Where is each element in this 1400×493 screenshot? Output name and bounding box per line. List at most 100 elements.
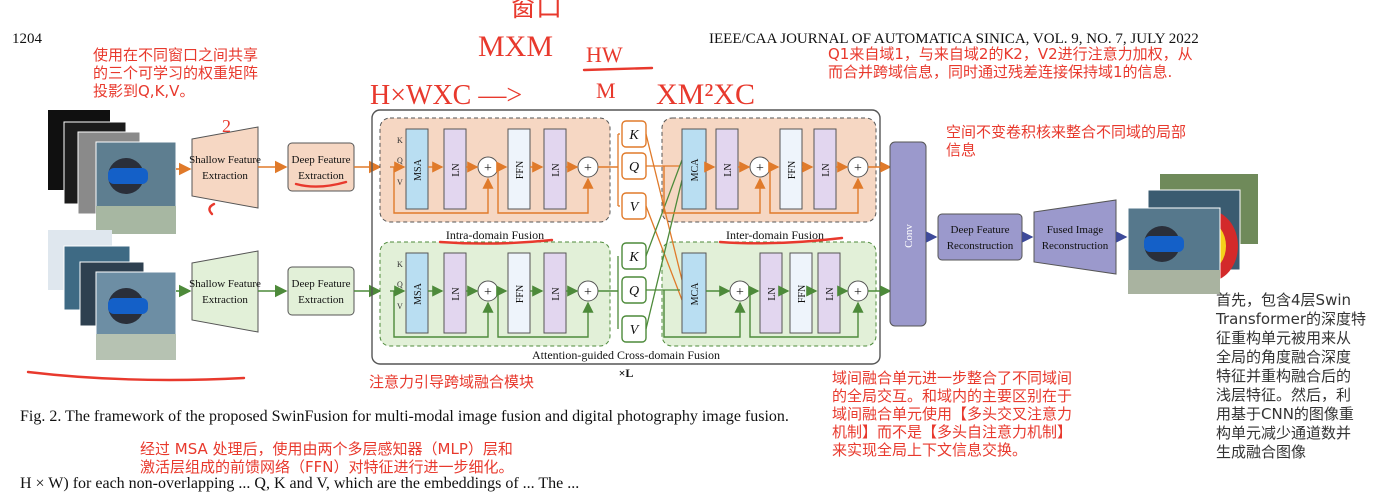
msa-top-label: MSA — [413, 158, 424, 180]
note-attention-module: 注意力引导跨域融合模块 — [369, 373, 535, 391]
svg-text:+: + — [484, 161, 492, 176]
handwritten-mark: 2 — [222, 116, 231, 136]
ffn2-bottom-label: FFN — [797, 285, 808, 303]
handwritten-formula-right: XM²XC — [656, 78, 755, 111]
conv-block — [889, 141, 927, 327]
handwritten-window: 窗口 — [510, 0, 562, 22]
deep-recon-line2: Reconstruction — [947, 240, 1014, 252]
svg-text:Q: Q — [629, 284, 639, 299]
mca-bottom — [681, 252, 707, 334]
kqv-bottom: K Q V — [621, 242, 647, 343]
mca-top — [681, 128, 707, 210]
note-conv: 空间不变卷积核来整合不同域的局部 信息 — [946, 123, 1187, 159]
svg-text:+: + — [484, 285, 492, 300]
shallow-feature-top — [191, 126, 259, 209]
svg-text:+: + — [584, 161, 592, 176]
tiny-k-bottom: K — [397, 260, 403, 269]
ln2-top — [543, 128, 567, 210]
times-l-label: ×L — [619, 366, 634, 380]
note-shared-weights: 使用在不同窗口之间共享 的三个可学习的权重矩阵 投影到Q,K,V。 — [93, 46, 259, 100]
svg-text:K: K — [628, 250, 639, 265]
shallow-bottom-line2: Extraction — [202, 294, 248, 306]
handwritten-mxm: MXM — [478, 30, 553, 63]
svg-text:V: V — [630, 200, 640, 215]
note-swin: 首先，包含4层Swin Transformer的深度特 征重构单元被用来从 全局… — [1216, 291, 1367, 461]
ln2-bottom — [543, 252, 567, 334]
tiny-q-top: Q — [397, 156, 403, 165]
msa-top — [405, 128, 429, 210]
svg-text:K: K — [628, 128, 639, 143]
figure-caption: Fig. 2. The framework of the proposed Sw… — [20, 408, 789, 425]
ln1-bottom — [443, 252, 467, 334]
cross-domain-label: Attention-guided Cross-domain Fusion — [532, 348, 720, 362]
deep-top-line2: Extraction — [298, 170, 344, 182]
tiny-v-top: V — [397, 178, 403, 187]
handwritten-hw: HW — [586, 42, 623, 67]
cross-domain-fusion-box — [371, 109, 881, 365]
journal-header: IEEE/CAA JOURNAL OF AUTOMATICA SINICA, V… — [709, 31, 1199, 47]
underline-intra — [438, 238, 554, 245]
mca-top-label: MCA — [690, 158, 701, 182]
handwritten-formula-left: H×WXC —> — [370, 80, 522, 111]
underline-inter — [718, 236, 844, 245]
shallow-bottom-line1: Shallow Feature — [189, 278, 261, 290]
msa-bottom-label: MSA — [413, 282, 424, 304]
kqv-top: K Q V — [621, 120, 647, 220]
ffn2-top-label: FFN — [787, 161, 798, 179]
ln4-top-label: LN — [821, 163, 832, 176]
ln1-top-label: LN — [451, 163, 462, 176]
svg-text:V: V — [630, 323, 640, 338]
deep-recon-line1: Deep Feature — [951, 224, 1010, 236]
underline-deep — [294, 180, 348, 188]
ffn-top-label: FFN — [515, 161, 526, 179]
deep-recon-block — [937, 213, 1023, 261]
ffn-bottom — [507, 252, 531, 334]
svg-text:+: + — [854, 161, 862, 176]
svg-text:+: + — [854, 285, 862, 300]
input-images-top — [48, 110, 177, 235]
ln2-top-label: LN — [551, 163, 562, 176]
svg-text:+: + — [756, 161, 764, 176]
bracket-shallow — [208, 202, 216, 216]
ln3-bottom-label: LN — [767, 287, 778, 300]
page-number: 1204 — [12, 31, 42, 47]
svg-text:+: + — [736, 285, 744, 300]
fused-recon-line2: Reconstruction — [1042, 240, 1109, 252]
long-underline — [26, 370, 246, 382]
msa-bottom — [405, 252, 429, 334]
fused-recon-line1: Fused Image — [1047, 224, 1104, 236]
ln2-bottom-label: LN — [551, 287, 562, 300]
fused-recon-block — [1033, 199, 1117, 275]
ffn-bottom-label: FFN — [515, 285, 526, 303]
tiny-k-top: K — [397, 136, 403, 145]
svg-text:Q: Q — [629, 160, 639, 175]
ln1-bottom-label: LN — [451, 287, 462, 300]
deep-feature-bottom — [287, 266, 355, 316]
ln1-top — [443, 128, 467, 210]
input-images-bottom — [48, 230, 177, 361]
ln4-top — [813, 128, 837, 210]
ffn-top — [507, 128, 531, 210]
intra-domain-label: Intra-domain Fusion — [446, 228, 544, 242]
ln3-top — [715, 128, 739, 210]
deep-bottom-line1: Deep Feature — [292, 278, 351, 290]
note-ffn: 经过 MSA 处理后，使用由两个多层感知器（MLP）层和 激活层组成的前馈网络（… — [140, 440, 514, 476]
ln3-top-label: LN — [723, 163, 734, 176]
note-q1-k2: Q1来自域1，与来自域2的K2，V2进行注意力加权，从 而合并跨域信息，同时通过… — [828, 45, 1193, 81]
ffn2-top — [779, 128, 803, 210]
note-inter-domain: 域间融合单元进一步整合了不同域间 的全局交互。和域内的主要区别在于 域间融合单元… — [832, 369, 1073, 459]
shallow-feature-bottom — [191, 250, 259, 333]
shallow-top-line2: Extraction — [202, 170, 248, 182]
body-text-fragment: H × W) for each non-overlapping ... Q, K… — [20, 475, 580, 492]
ln4-bottom-label: LN — [825, 287, 836, 300]
inter-domain-label: Inter-domain Fusion — [726, 228, 824, 242]
shallow-top-line1: Shallow Feature — [189, 154, 261, 166]
handwritten-m: M — [596, 78, 616, 103]
svg-text:+: + — [584, 285, 592, 300]
fraction-bar — [582, 66, 654, 72]
deep-bottom-line2: Extraction — [298, 294, 344, 306]
conv-label: Conv — [903, 224, 915, 248]
tiny-v-bottom: V — [397, 302, 403, 311]
mca-bottom-label: MCA — [690, 282, 701, 306]
